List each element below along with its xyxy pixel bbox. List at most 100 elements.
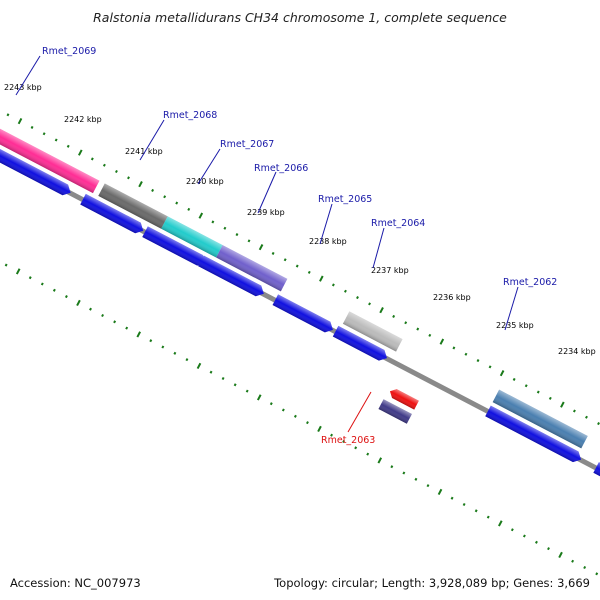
gene-label-rmet-2067[interactable]: Rmet_2067	[220, 139, 274, 150]
ruler-tick	[452, 346, 456, 350]
ruler-dotted-line-inner	[4, 263, 599, 576]
ruler-tick	[583, 565, 587, 570]
ruler-label-2239: 2239 kbp	[247, 208, 285, 217]
ruler-tick	[488, 365, 492, 369]
cds-arrow-shading	[272, 294, 333, 333]
ruler-tick	[221, 376, 225, 381]
gene-rmet-2062[interactable]	[492, 389, 588, 449]
gene-rmet-2067[interactable]	[161, 216, 223, 258]
ruler-tick	[196, 362, 202, 370]
ruler-tick	[428, 333, 432, 337]
ruler-tick	[330, 433, 334, 437]
gene-rmet-2066[interactable]	[216, 245, 288, 292]
gene-label-rmet-2068[interactable]: Rmet_2068	[163, 110, 217, 121]
ruler-tick	[163, 195, 167, 199]
ruler-tick	[572, 409, 576, 413]
gene-rmet-2068[interactable]	[98, 183, 168, 229]
gene-label-rmet-2062[interactable]: Rmet_2062	[503, 277, 557, 288]
ruler-tick	[17, 118, 23, 125]
ruler-label-2235: 2235 kbp	[496, 321, 534, 330]
ruler-tick	[245, 389, 249, 393]
ruler-tick	[536, 390, 540, 394]
ruler-tick	[138, 181, 143, 188]
gene-rmet-2064[interactable]	[342, 311, 403, 352]
ruler-tick	[15, 268, 21, 275]
ruler-tick	[76, 299, 81, 307]
ruler-tick	[66, 144, 70, 148]
ruler-tick	[52, 288, 56, 292]
gene-label-rmet-2064[interactable]: Rmet_2064	[371, 218, 425, 229]
ruler-tick	[462, 502, 466, 507]
ruler-tick	[450, 496, 454, 500]
contig-track	[0, 94, 600, 576]
ruler-tick	[390, 465, 394, 469]
ruler-tick	[585, 415, 588, 419]
ruler-tick	[366, 452, 370, 456]
ruler-tick	[464, 352, 468, 356]
ruler-tick	[392, 314, 396, 318]
ruler-tick	[548, 396, 552, 400]
ruler-tick	[499, 370, 505, 377]
ruler-tick	[317, 425, 322, 433]
ruler-tick	[547, 547, 550, 551]
ruler-tick	[295, 264, 299, 268]
ruler-tick	[235, 233, 239, 237]
ruler-label-2234: 2234 kbp	[558, 347, 596, 356]
gene-rmet-2063[interactable]	[378, 386, 419, 424]
cds-arrow-shading	[142, 226, 206, 266]
ruler-tick	[4, 263, 8, 267]
ruler-tick	[307, 270, 311, 274]
ruler-label-2242: 2242 kbp	[64, 115, 102, 124]
ruler-tick	[136, 331, 142, 338]
ruler-tick	[125, 326, 129, 330]
ruler-tick	[437, 488, 443, 496]
ruler-label-2237: 2237 kbp	[371, 266, 409, 275]
cds-arrow-row	[0, 110, 600, 487]
ruler-tick	[414, 477, 418, 481]
ruler-tick	[524, 384, 528, 388]
gene-label-rmet-2066[interactable]: Rmet_2066	[254, 163, 308, 174]
ruler-tick	[597, 422, 600, 426]
ruler-tick	[173, 351, 177, 355]
ruler-tick	[42, 132, 46, 136]
ruler-tick	[293, 414, 297, 418]
gene-rmet-2069[interactable]	[0, 94, 100, 194]
ruler-tick	[113, 320, 117, 324]
ruler-tick	[271, 251, 275, 255]
ruler-tick	[416, 327, 420, 331]
gene-label-rmet-2065[interactable]: Rmet_2065	[318, 194, 372, 205]
ruler-tick	[306, 421, 309, 425]
cds-arrow-shading	[80, 193, 144, 234]
ruler-tick	[426, 484, 430, 488]
ruler-tick	[269, 402, 273, 406]
cds-arrow-shading	[332, 325, 387, 361]
ruler-tick	[54, 138, 58, 142]
accession-text: Accession: NC_007973	[10, 576, 141, 590]
ruler-labels: 2243 kbp 2242 kbp 2241 kbp 2240 kbp 2239…	[4, 83, 596, 356]
ruler-tick	[149, 339, 153, 343]
cds-arrow-shading	[485, 405, 582, 463]
ruler-tick	[258, 244, 264, 251]
cds-arrow-shading	[0, 110, 71, 196]
ruler-tick	[161, 345, 165, 349]
ruler-tick	[331, 283, 335, 287]
gene-label-rmet-2069[interactable]: Rmet_2069	[42, 46, 96, 57]
ruler-tick	[535, 540, 538, 544]
ruler-tick	[560, 401, 565, 408]
ruler-label-2236: 2236 kbp	[433, 293, 471, 302]
ruler-tick	[498, 520, 503, 527]
ruler-tick	[102, 163, 106, 167]
ruler-tick	[89, 307, 92, 311]
ruler-tick	[342, 439, 346, 444]
ruler-tick	[40, 282, 44, 286]
ruler-tick	[175, 201, 179, 205]
ruler-tick	[379, 307, 384, 314]
gene-callouts	[15, 55, 519, 433]
ruler-tick	[101, 313, 105, 318]
ruler-label-2241: 2241 kbp	[125, 147, 163, 156]
gene-label-rmet-2063[interactable]: Rmet_2063	[321, 435, 375, 446]
map-title: Ralstonia metallidurans CH34 chromosome …	[93, 10, 507, 25]
ruler-label-2243: 2243 kbp	[4, 83, 42, 92]
ruler-tick	[6, 113, 10, 117]
